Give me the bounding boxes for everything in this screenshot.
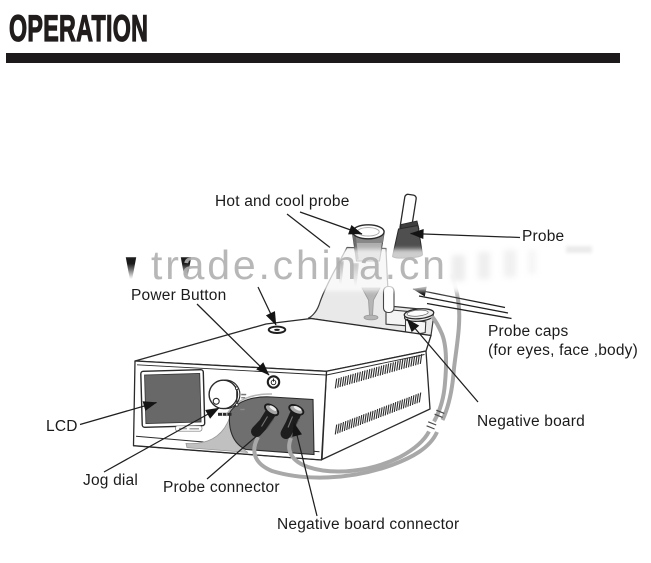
label-probe: Probe — [522, 228, 565, 245]
leader-probe-caps-1 — [412, 286, 506, 309]
title-rule — [6, 53, 620, 63]
leader-negative-board — [406, 318, 479, 403]
label-hot-and-cool-probe: Hot and cool probe — [215, 193, 350, 210]
watermark-smudge — [337, 261, 344, 284]
leader-probe-connector — [206, 430, 264, 480]
top-socket-hole — [267, 325, 287, 334]
watermark-smudge — [566, 246, 592, 253]
cable-cross-ticks — [426, 409, 445, 430]
jog-dial-knob — [208, 379, 247, 416]
label-negative-board: Negative board — [477, 413, 585, 430]
leader-probe — [410, 228, 521, 239]
label-jog-dial: Jog dial — [83, 472, 139, 489]
leader-jog-dial — [103, 407, 220, 473]
leader-probe-caps-3 — [426, 302, 512, 320]
watermark-wash — [442, 246, 552, 292]
watermark-ghost-mark — [452, 255, 465, 281]
lcd-screen — [140, 368, 206, 428]
watermark-ghost-mark — [528, 250, 536, 274]
label-power-button: Power Button — [131, 287, 227, 304]
leader-lines — [79, 211, 521, 517]
watermark-smudge — [180, 257, 192, 279]
negative-board-connector-plug — [280, 403, 305, 439]
leader-power-button — [196, 303, 270, 376]
watermark-smudge — [125, 257, 137, 279]
leader-top-socket — [257, 286, 277, 326]
label-probe-caps-note: (for eyes, face ,body) — [488, 342, 638, 359]
probe-connector-plug — [251, 403, 280, 437]
label-negative-board-connector: Negative board connector — [277, 516, 460, 533]
watermark-wash — [138, 251, 293, 284]
leader-negative-board-connector — [292, 422, 318, 517]
power-button-part — [266, 375, 281, 389]
label-probe-caps: Probe caps — [488, 323, 569, 340]
label-lcd: LCD — [46, 418, 78, 435]
watermark-ghost-mark — [504, 250, 516, 277]
watermark: trade.china.cn — [151, 242, 448, 288]
leader-lcd — [79, 401, 157, 426]
watermark-smudge — [352, 263, 359, 286]
label-probe-connector: Probe connector — [163, 479, 280, 496]
vent-slots — [334, 354, 423, 435]
probe-cable — [252, 431, 439, 480]
lcd-nameplate — [175, 425, 203, 432]
leader-hot-and-cool-probe-2 — [286, 213, 331, 248]
watermark-ghost-mark — [478, 252, 490, 279]
negative-board-cable — [287, 430, 431, 474]
leader-hot-and-cool-probe — [299, 211, 363, 235]
leader-probe-caps-2 — [418, 295, 509, 314]
page-title: OPERATION — [9, 6, 149, 49]
